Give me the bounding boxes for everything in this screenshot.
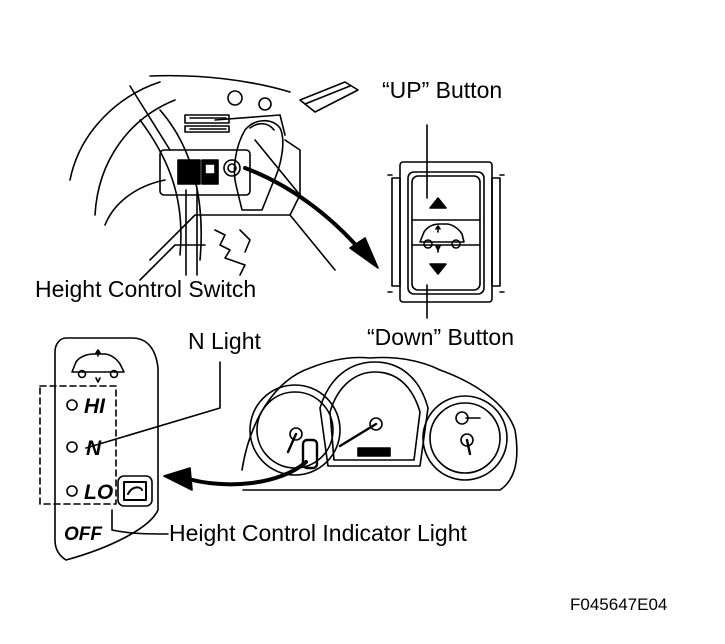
- indicator-hi-label: HI: [84, 395, 106, 418]
- down-button-label: “Down” Button: [367, 324, 514, 350]
- callout-arrow-indicator: [183, 460, 308, 487]
- console-illustration: [69, 74, 359, 281]
- n-light-leader: [85, 361, 221, 449]
- indicator-n-label: N: [86, 437, 102, 460]
- indicator-lo-label: LO: [84, 481, 113, 504]
- indicator-leader: [111, 509, 169, 535]
- figure-code: F045647E04: [570, 595, 667, 614]
- indicator-light-label: Height Control Indicator Light: [169, 520, 467, 546]
- up-button-label: “UP” Button: [382, 77, 502, 103]
- indicator-panel: [39, 337, 159, 561]
- n-light-label: N Light: [188, 328, 261, 354]
- instrument-cluster: [241, 356, 518, 491]
- callout-arrow-switch: [243, 166, 364, 254]
- height-control-switch-detail: [387, 124, 505, 319]
- height-control-switch-label: Height Control Switch: [35, 276, 256, 302]
- indicator-off-label: OFF: [64, 524, 103, 545]
